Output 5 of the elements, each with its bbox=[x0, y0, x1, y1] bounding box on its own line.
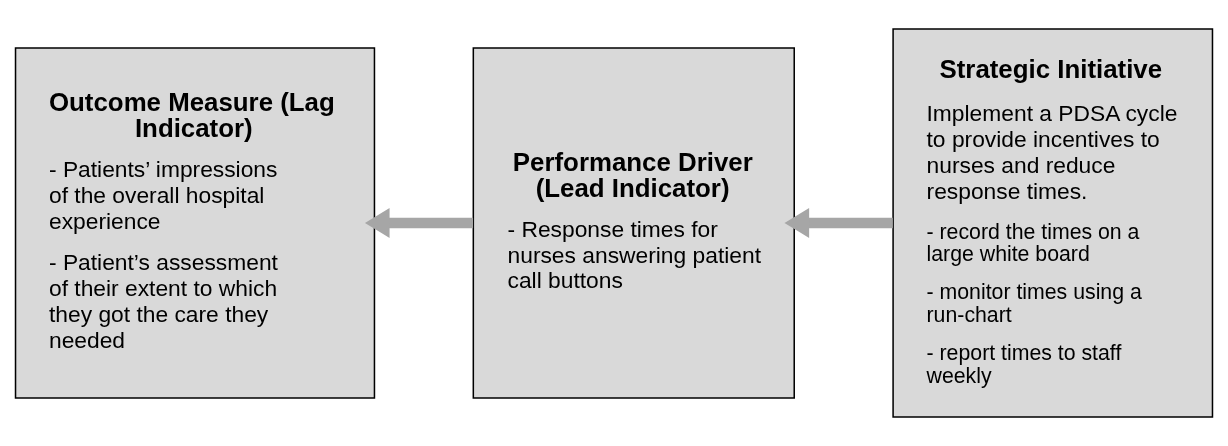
node-box: Strategic Initiative Implement a PDSA cycle to provide incentives to nurses and reduce response times. - record the times on a large white board - monitor times using a run-chart - report times to staff weekly bbox=[892, 28, 1214, 418]
arrow bbox=[364, 207, 474, 239]
node-box: Performance Driver (Lead Indicator) - Response times for nurses answering patient call buttons bbox=[472, 47, 795, 399]
arrow bbox=[784, 207, 893, 239]
node-box: Outcome Measure (Lag Indicator) - Patients’ impressions of the overall hospital experience - Patient’s assessment of their extent to which they got the care they needed bbox=[14, 47, 376, 399]
